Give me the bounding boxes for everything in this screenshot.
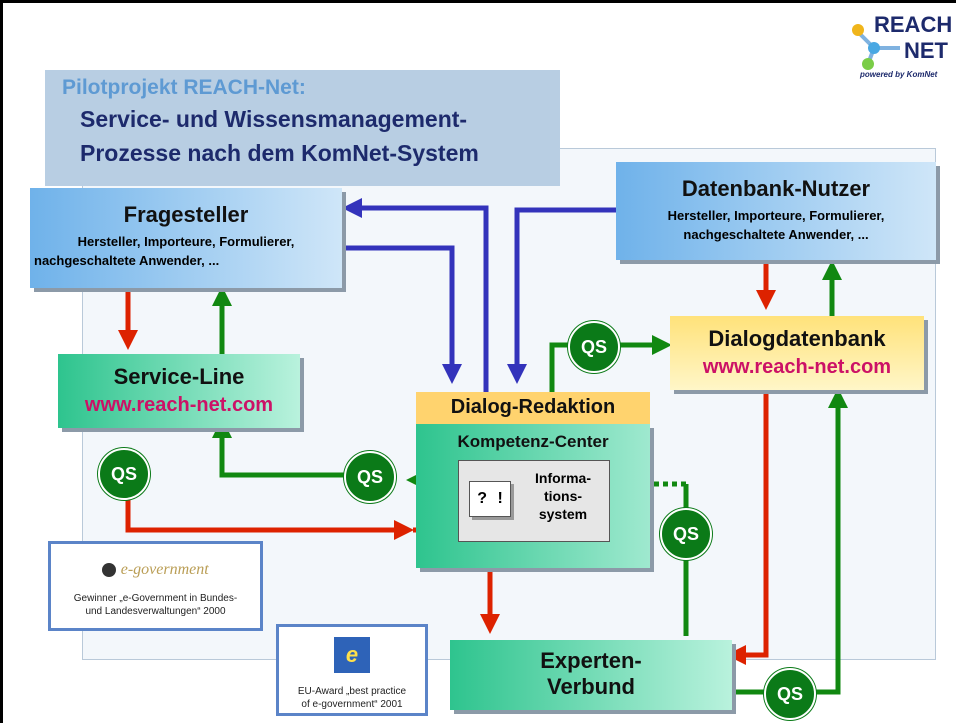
award2-line1: EU-Award „best practice bbox=[297, 686, 407, 697]
qs-circle-experten-right: QS bbox=[660, 508, 712, 560]
slide-border-top bbox=[0, 0, 956, 3]
qs-circle-kompetenz-left: QS bbox=[344, 451, 396, 503]
arrow-qs-to-service-line bbox=[212, 418, 344, 478]
datenbank-nutzer-line1: Hersteller, Importeure, Formulierer, bbox=[667, 208, 885, 223]
slide-border-left bbox=[0, 0, 3, 723]
informationssystem-line2: tions- bbox=[543, 488, 583, 504]
title-project: Pilotprojekt REACH-Net: bbox=[62, 76, 306, 99]
informationssystem-box: ? ! Informa- tions- system bbox=[458, 460, 610, 542]
service-line-box: Service-Line www.reach-net.com bbox=[58, 354, 300, 428]
dialog-redaktion-box: Dialog-Redaktion bbox=[416, 392, 650, 424]
network-logo-icon bbox=[852, 24, 900, 70]
eu-award-logo: e bbox=[334, 637, 370, 673]
service-line-title: Service-Line bbox=[113, 364, 245, 389]
fragesteller-box: Fragesteller Hersteller, Importeure, For… bbox=[30, 188, 342, 288]
fragesteller-title: Fragesteller bbox=[123, 202, 249, 227]
arrow-experten-to-dialogdatenbank bbox=[736, 388, 848, 695]
qs-circle-redaktion-top: QS bbox=[568, 321, 620, 373]
experten-verbund-line1: Experten- bbox=[540, 648, 642, 673]
arrow-redaktion-to-fragesteller bbox=[342, 198, 489, 392]
logo-text-reach: REACH bbox=[874, 12, 953, 37]
logo-text-net: NET bbox=[904, 38, 948, 63]
qs-circle-bottom: QS bbox=[764, 668, 816, 720]
datenbank-nutzer-line2: nachgeschaltete Anwender, ... bbox=[683, 227, 869, 242]
reach-net-logo: REACH NET powered by KomNet bbox=[838, 4, 956, 90]
arrow-datenbank-nutzer-to-redaktion bbox=[507, 207, 616, 384]
exclamation-mark: ! bbox=[497, 490, 503, 507]
logo-tagline: powered by KomNet bbox=[860, 70, 938, 79]
award1-line1: Gewinner „e-Government in Bundes- bbox=[73, 593, 238, 604]
award-eu-best-practice-2001: e EU-Award „best practice of e-governmen… bbox=[276, 624, 428, 716]
dialogdatenbank-title: Dialogdatenbank bbox=[708, 326, 886, 351]
dialog-redaktion-title: Dialog-Redaktion bbox=[450, 396, 616, 418]
arrow-fragesteller-to-redaktion bbox=[338, 245, 462, 384]
egovernment-logo-text: e-government bbox=[120, 561, 209, 578]
datenbank-nutzer-title: Datenbank-Nutzer bbox=[681, 176, 871, 201]
datenbank-nutzer-box: Datenbank-Nutzer Hersteller, Importeure,… bbox=[616, 162, 936, 260]
experten-verbund-line2: Verbund bbox=[546, 674, 635, 699]
award1-line2: und Landesverwaltungen“ 2000 bbox=[85, 606, 226, 617]
arrow-dialogdatenbank-to-experten bbox=[726, 390, 769, 665]
question-mark: ? bbox=[477, 490, 487, 507]
title-subtitle-line2: Prozesse nach dem KomNet-System bbox=[80, 140, 479, 166]
egovernment-logo-icon bbox=[102, 563, 117, 577]
title-box bbox=[45, 70, 560, 186]
informationssystem-label: Informa- tions- system bbox=[519, 469, 607, 523]
qs-circle-service-line: QS bbox=[98, 448, 150, 500]
fragesteller-line1: Hersteller, Importeure, Formulierer, bbox=[77, 234, 295, 249]
kompetenz-center-box: Kompetenz-Center bbox=[416, 424, 650, 568]
informationssystem-line3: system bbox=[538, 506, 588, 522]
dialogdatenbank-url: www.reach-net.com bbox=[702, 356, 892, 378]
award2-line2: of e-government“ 2001 bbox=[301, 699, 403, 710]
eu-award-logo-text: e bbox=[345, 642, 359, 667]
service-line-url: www.reach-net.com bbox=[84, 394, 274, 416]
title-subtitle-line1: Service- und Wissensmanagement- bbox=[80, 106, 468, 132]
dialogdatenbank-box: Dialogdatenbank www.reach-net.com bbox=[670, 316, 924, 390]
award-egovernment-2000: e-government Gewinner „e-Government in B… bbox=[48, 541, 263, 631]
informationssystem-line1: Informa- bbox=[535, 470, 591, 486]
egovernment-logo: e-government bbox=[51, 556, 260, 584]
question-exclamation-icon: ? ! bbox=[469, 481, 511, 517]
fragesteller-line2: nachgeschaltete Anwender, ... bbox=[34, 253, 220, 268]
kompetenz-center-title: Kompetenz-Center bbox=[457, 432, 609, 451]
experten-verbund-box: Experten- Verbund bbox=[450, 640, 732, 710]
arrow-service-line-to-kompetenz bbox=[125, 490, 414, 540]
arrow-redaktion-to-dialogdatenbank bbox=[549, 335, 672, 392]
